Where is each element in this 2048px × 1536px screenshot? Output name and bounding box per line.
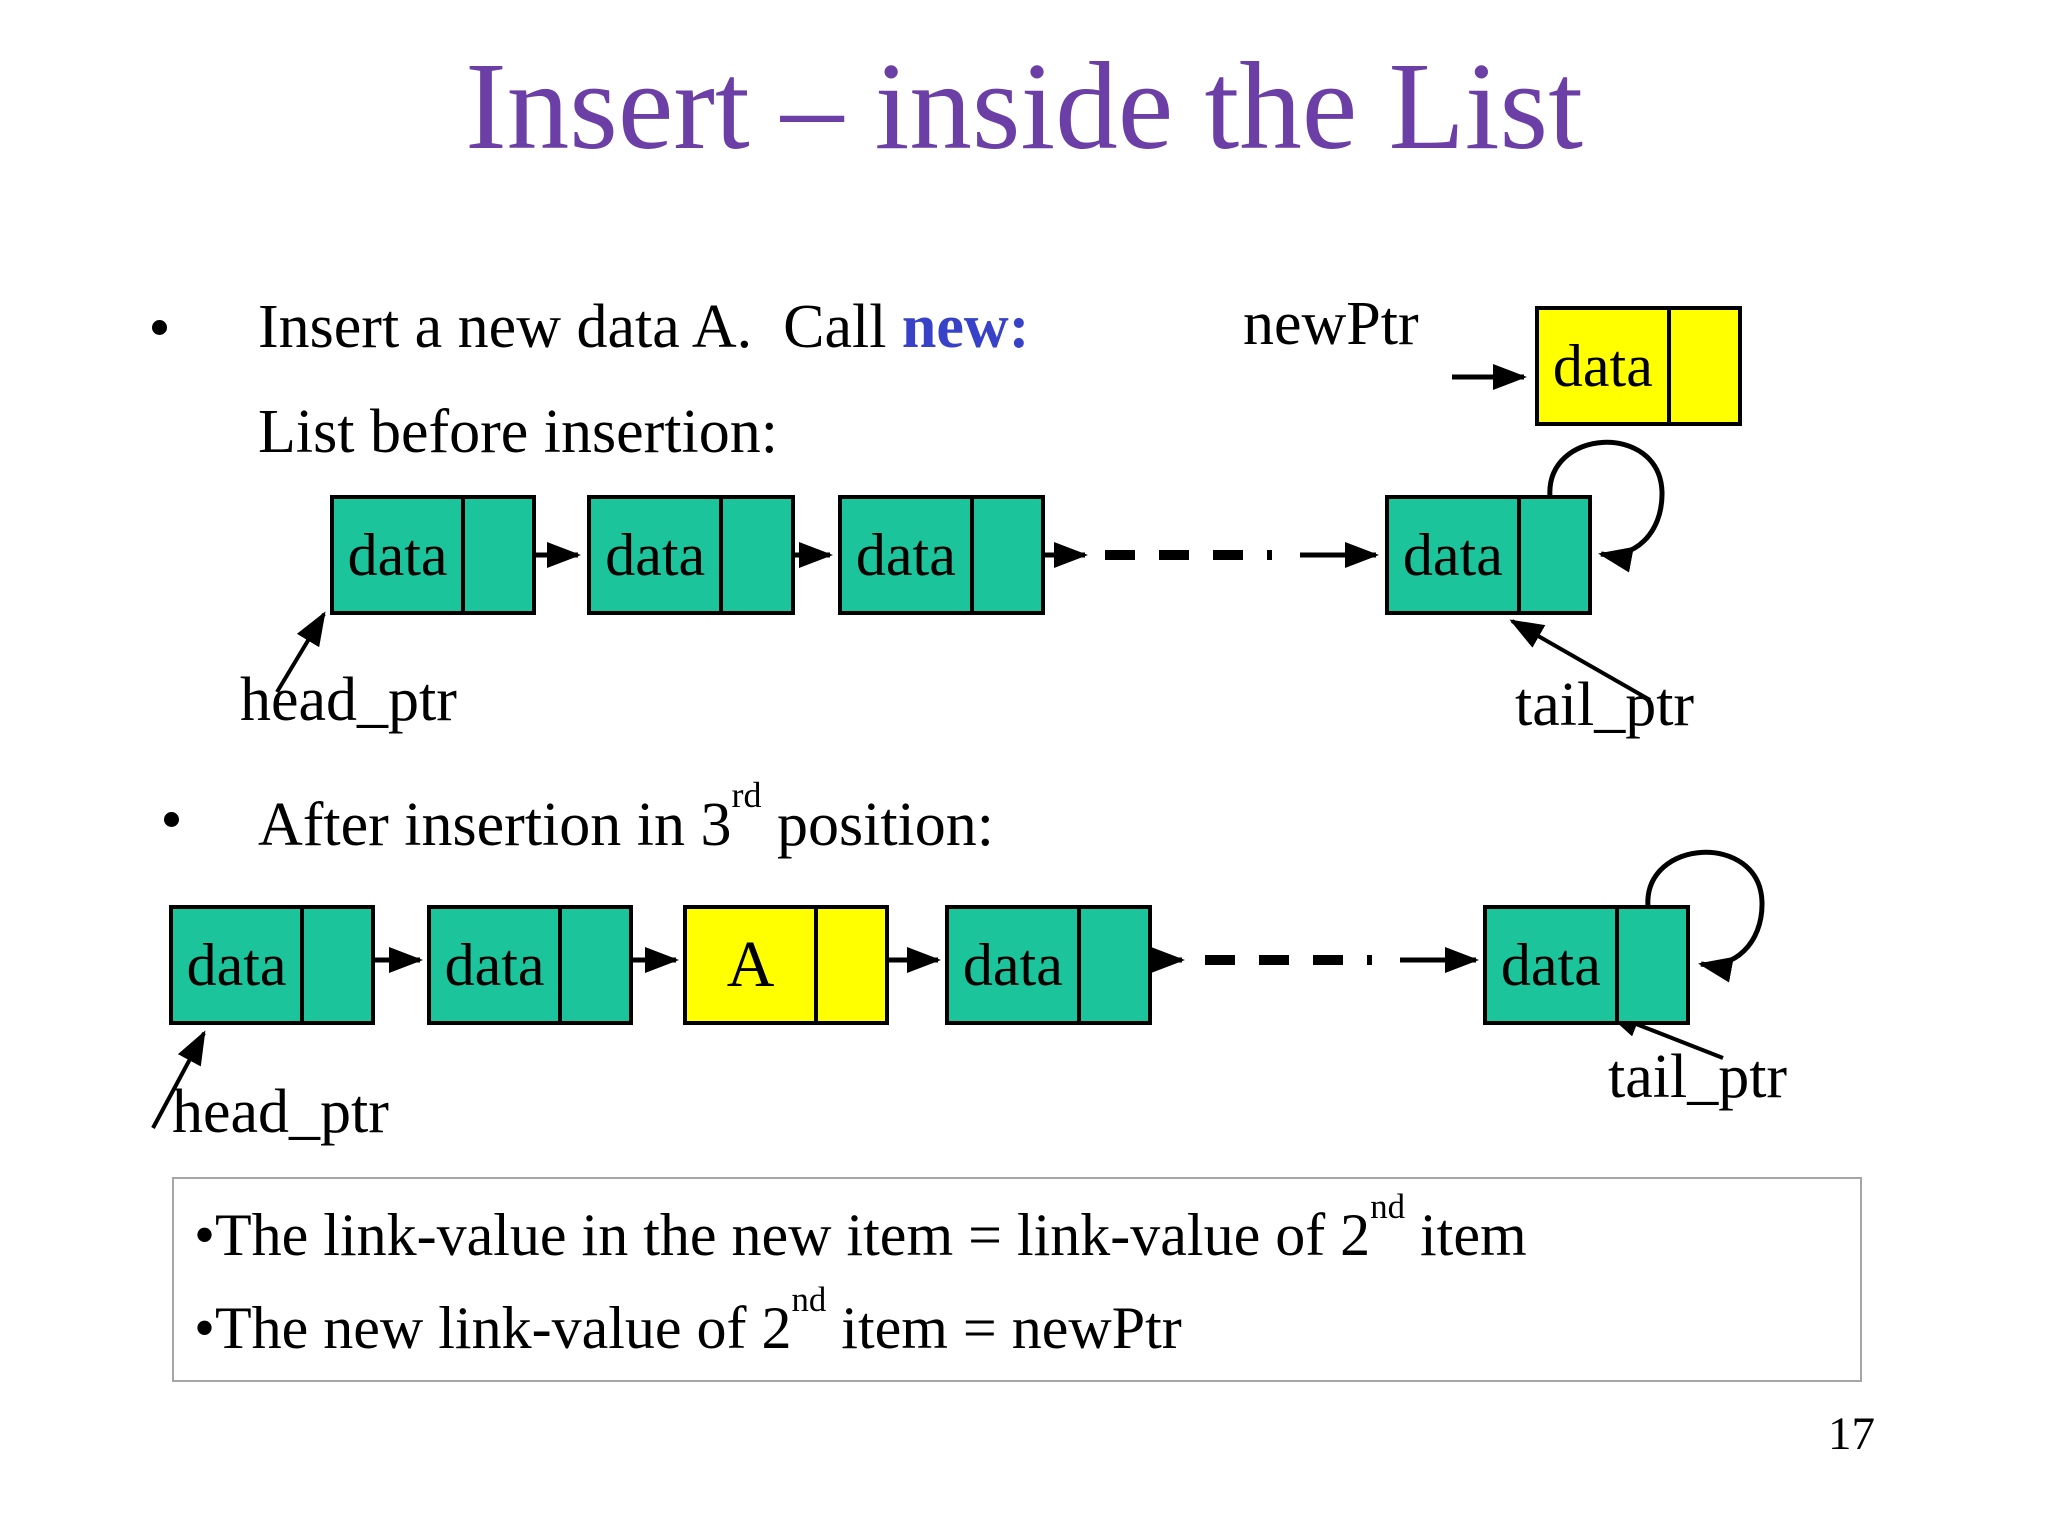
new-node-pointer-cell — [1666, 310, 1738, 422]
after-node-4-pointer-cell — [1076, 909, 1148, 1021]
node-label: data — [347, 521, 448, 588]
before-node-tail: data — [1385, 495, 1592, 615]
before-node-3: data — [838, 495, 1045, 615]
before-node-1: data — [330, 495, 536, 615]
note-box: •The link-value in the new item = link-v… — [172, 1177, 1862, 1382]
keyword-new: new: — [901, 293, 1030, 361]
bullet-1: Insert a new data A. Call new: — [258, 293, 1030, 361]
node-label: data — [186, 931, 287, 998]
node-label: data — [444, 931, 545, 998]
note-line-2: •The new link-value of 2nd item = newPtr — [194, 1282, 1182, 1361]
after-node-4-data-cell: data — [949, 909, 1077, 1021]
bullet-1-text: Insert a new data A. Call — [258, 293, 902, 361]
before-node-2-pointer-cell — [719, 499, 791, 611]
note-line-2-text: •The new link-value of 2 — [194, 1295, 792, 1361]
bullet-2-text: After insertion in 3 — [258, 791, 732, 859]
after-node-1-data-cell: data — [173, 909, 300, 1021]
after-node-inserted-data-cell: A — [687, 909, 814, 1021]
after-node-4: data — [945, 905, 1152, 1025]
node-label: data — [1402, 521, 1503, 588]
after-node-2-pointer-cell — [558, 909, 629, 1021]
before-node-3-data-cell: data — [842, 499, 970, 611]
newptr-label: newPtr — [1243, 290, 1419, 358]
before-tail-ptr-label: tail_ptr — [1515, 671, 1695, 739]
after-node-inserted-pointer-cell — [814, 909, 885, 1021]
after-node-tail-data-cell: data — [1487, 909, 1615, 1021]
after-node-1-pointer-cell — [300, 909, 371, 1021]
before-node-1-data-cell: data — [334, 499, 461, 611]
node-label: data — [605, 521, 706, 588]
after-node-inserted: A — [683, 905, 889, 1025]
page-number: 17 — [1828, 1408, 1875, 1460]
bullet-2-superscript: rd — [731, 775, 762, 816]
after-tail-ptr-label: tail_ptr — [1608, 1043, 1788, 1111]
note-line-1-superscript: nd — [1370, 1187, 1405, 1227]
after-node-1: data — [169, 905, 375, 1025]
node-label: data — [962, 931, 1063, 998]
before-node-tail-data-cell: data — [1389, 499, 1517, 611]
bullet-2-text-after: position: — [761, 791, 994, 859]
note-line-2-superscript: nd — [791, 1280, 827, 1320]
note-line-1: •The link-value in the new item = link-v… — [194, 1189, 1527, 1268]
before-node-1-pointer-cell — [461, 499, 532, 611]
note-line-1-text: •The link-value in the new item = link-v… — [194, 1202, 1371, 1268]
new-node-data-cell: data — [1539, 310, 1667, 422]
after-head-ptr-label: head_ptr — [172, 1078, 389, 1146]
node-label: A — [726, 928, 775, 1001]
new-node-label: data — [1552, 332, 1653, 399]
note-line-1-text-after: item — [1404, 1202, 1527, 1268]
bullet-2: After insertion in 3rd position: — [258, 777, 994, 859]
node-label: data — [855, 521, 956, 588]
bullet-dot — [164, 812, 179, 827]
before-node-2: data — [587, 495, 795, 615]
new-node: data — [1535, 306, 1742, 426]
before-head-ptr-label: head_ptr — [240, 666, 457, 734]
after-node-tail-pointer-cell — [1614, 909, 1686, 1021]
page-title: Insert – inside the List — [465, 38, 1583, 176]
note-line-2-text-after: item = newPtr — [826, 1295, 1182, 1361]
before-node-3-pointer-cell — [969, 499, 1041, 611]
node-label: data — [1500, 931, 1601, 998]
after-node-tail: data — [1483, 905, 1690, 1025]
after-node-2: data — [427, 905, 633, 1025]
before-node-tail-pointer-cell — [1516, 499, 1588, 611]
before-node-2-data-cell: data — [591, 499, 719, 611]
bullet-dot — [152, 320, 167, 335]
subtitle-before-insertion: List before insertion: — [258, 398, 778, 466]
after-node-2-data-cell: data — [431, 909, 558, 1021]
